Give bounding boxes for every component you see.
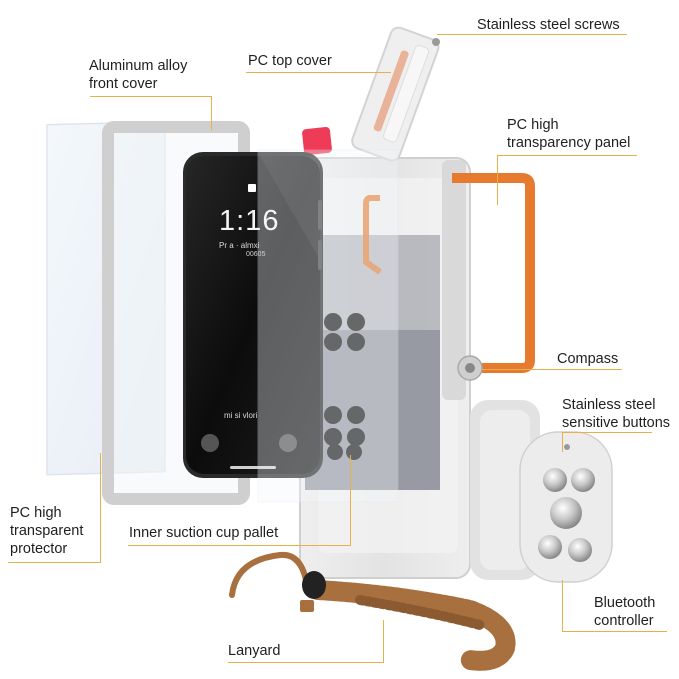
leader-buttons-v [562,432,563,452]
label-pc-top-cover: PC top cover [248,53,332,69]
leader-bluetooth-v [562,580,563,632]
phone-clock: 1:16 [219,205,280,237]
label-aluminum-front-cover: Aluminum alloy front cover [89,58,188,92]
label-compass: Compass [557,351,619,367]
phone-bottom-text: mi si vlori [224,411,258,420]
phone-subtext: 00605 [246,251,266,258]
lanyard [229,551,516,671]
leader-pallet-v [350,455,351,546]
leader-screws [437,34,627,35]
leader-pallet-h [128,545,350,546]
red-tab [302,127,332,155]
bluetooth-controller [519,431,613,583]
leader-front-cover-v [211,96,212,130]
label-pc-protector: PC high transparent protector [10,505,84,557]
leader-compass [482,369,622,370]
leader-panel-h [497,155,637,156]
leader-lanyard-h [228,662,383,663]
label-pc-transparency-panel: PC high transparency panel [507,117,631,151]
leader-bluetooth-h [562,631,667,632]
leader-protector-v [100,453,101,563]
camera-icon [279,434,297,452]
flashlight-icon [201,434,219,452]
leader-front-cover-h [90,96,212,97]
leader-lanyard-v [383,620,384,663]
pc-top-cover [351,26,440,162]
leader-top-cover [246,72,391,73]
orange-handle [363,173,535,373]
lock-icon [248,184,256,192]
label-lanyard: Lanyard [228,643,281,659]
front-film [257,149,399,503]
leader-protector-h [8,562,101,563]
screw-icon [432,38,440,46]
label-bluetooth-controller: Bluetooth controller [594,595,656,629]
label-stainless-steel-screws: Stainless steel screws [477,17,620,33]
label-suction-pallet: Inner suction cup pallet [129,525,279,541]
compass-icon [457,355,483,381]
phone [183,152,323,478]
leader-panel-v [497,155,498,205]
label-stainless-buttons: Stainless steel sensitive buttons [562,397,671,431]
suction-cup-pallet [324,313,365,460]
phone-date: Pr a · almxi [219,241,260,250]
leader-buttons-h [562,432,652,433]
